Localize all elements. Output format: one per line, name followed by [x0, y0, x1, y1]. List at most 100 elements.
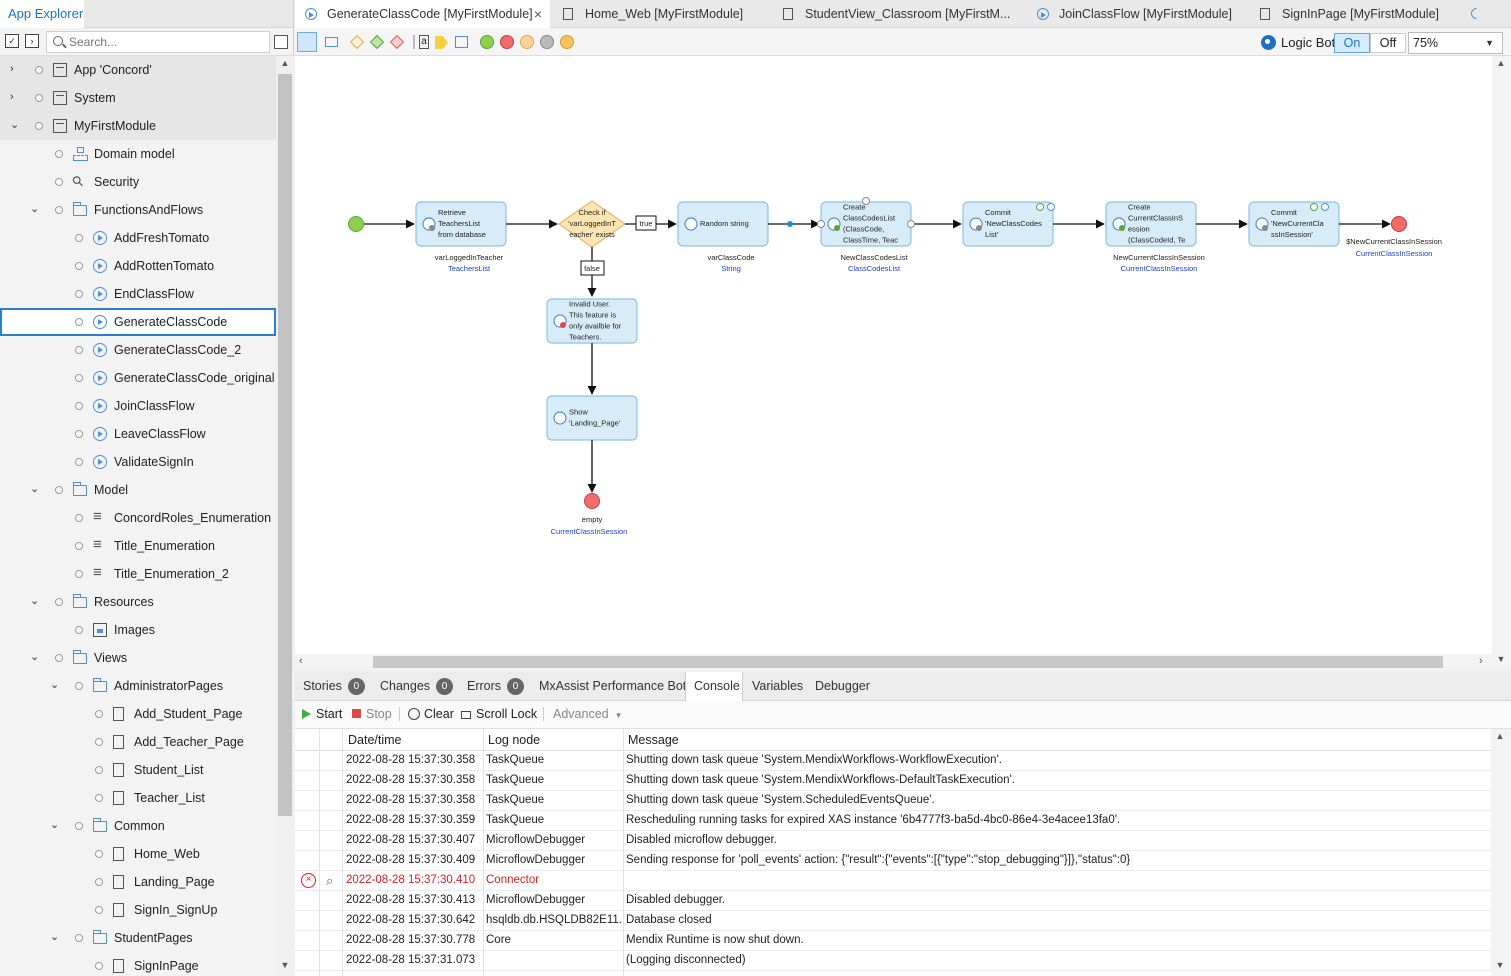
console-log-table[interactable]: Date/time Log node Message 2022-08-28 15… [295, 729, 1491, 976]
canvas-horizontal-scrollbar[interactable]: ‹ › [295, 654, 1492, 670]
tree-item[interactable]: GenerateClassCode_original [0, 364, 276, 392]
chevron-down-icon[interactable]: ⌄ [50, 819, 60, 831]
tree-item[interactable]: Add_Teacher_Page [0, 728, 276, 756]
tree-item[interactable]: ValidateSignIn [0, 448, 276, 476]
app-explorer-tab[interactable]: App Explorer [0, 0, 84, 28]
canvas-scroll-up-icon[interactable]: ▲ [1496, 58, 1506, 68]
parameter-tool-icon[interactable] [435, 36, 448, 49]
decision-node[interactable]: Check if'varLoggedInTeacher' exists [557, 200, 627, 248]
tree-item[interactable]: ›System [0, 84, 276, 112]
tree-item[interactable]: Student_List [0, 756, 276, 784]
bottom-tab-debugger[interactable]: Debugger [815, 672, 877, 701]
loop-tool-icon[interactable] [455, 36, 468, 48]
tree-item[interactable]: Teacher_List [0, 784, 276, 812]
error-event-tool-icon[interactable] [520, 35, 534, 49]
chevron-down-icon[interactable]: ⌄ [30, 203, 40, 215]
canvas-scroll-down-icon[interactable]: ▼ [1496, 654, 1506, 664]
layout-toggle-icon[interactable] [274, 35, 288, 49]
tree-item[interactable]: GenerateClassCode [0, 308, 276, 336]
tree-item[interactable]: SignInPage [0, 952, 276, 976]
tree-item[interactable]: Add_Student_Page [0, 700, 276, 728]
start-event[interactable] [348, 216, 364, 232]
activity-create2[interactable]: CreateCurrentClassInSession(ClassCodeId,… [1105, 201, 1197, 247]
tree-item[interactable]: Title_Enumeration_2 [0, 560, 276, 588]
tree-item[interactable]: AddFreshTomato [0, 224, 276, 252]
scroll-down-icon[interactable]: ▼ [280, 960, 290, 970]
chevron-down-icon[interactable]: ⌄ [50, 931, 60, 943]
tree-item[interactable]: JoinClassFlow [0, 392, 276, 420]
tree-item[interactable]: ConcordRoles_Enumeration [0, 504, 276, 532]
connector-handle[interactable] [862, 197, 870, 205]
start-button[interactable]: Start [302, 707, 342, 721]
tree-item[interactable]: ⌄AdministratorPages [0, 672, 276, 700]
activity-create1[interactable]: CreateClassCodesList(ClassCode,ClassTime… [820, 201, 912, 247]
logic-bot-on-button[interactable]: On [1334, 33, 1370, 53]
tree-item[interactable]: Security [0, 168, 276, 196]
chevron-down-icon[interactable]: ⌄ [30, 595, 40, 607]
tree-item[interactable]: Home_Web [0, 840, 276, 868]
tree-item[interactable]: ⌄Views [0, 644, 276, 672]
document-tab[interactable]: SignInPage [MyFirstModule] [1250, 0, 1465, 28]
end-event-tool-icon[interactable] [500, 35, 514, 49]
chevron-down-icon[interactable]: ⌄ [50, 679, 60, 691]
chevron-down-icon[interactable]: ⌄ [30, 483, 40, 495]
chevron-down-icon[interactable]: ⌄ [30, 651, 40, 663]
chevron-right-icon[interactable]: › [10, 91, 14, 103]
tree-item[interactable]: ⌄Model [0, 476, 276, 504]
start-event-tool-icon[interactable] [480, 35, 494, 49]
activity-random[interactable]: Random string [677, 201, 769, 247]
attachment-icon[interactable]: ⌕ [326, 873, 334, 888]
log-scroll-up-icon[interactable]: ▲ [1495, 731, 1505, 741]
bottom-tab-mxassist-performance-bot[interactable]: MxAssist Performance Bot [539, 672, 686, 701]
tree-item[interactable]: Images [0, 616, 276, 644]
search-input[interactable] [69, 35, 259, 49]
decision-tool-icon[interactable] [349, 34, 365, 50]
canvas-scroll-left-icon[interactable]: ‹ [299, 655, 303, 667]
activity-commit1[interactable]: Commit'NewClassCodesList' [962, 201, 1054, 247]
close-icon[interactable]: × [533, 6, 542, 22]
advanced-dropdown[interactable]: Advanced▼ [543, 707, 623, 721]
activity-show[interactable]: Show'Landing_Page' [546, 395, 638, 441]
tree-item[interactable]: EndClassFlow [0, 280, 276, 308]
annotation-tool-icon[interactable]: a [419, 35, 429, 49]
bottom-tab-console[interactable]: Console [685, 672, 743, 701]
document-tab[interactable]: JoinClassFlow [MyFirstModule] [1027, 0, 1247, 28]
scroll-up-icon[interactable]: ▲ [280, 58, 290, 68]
chevron-right-icon[interactable]: › [10, 63, 14, 75]
logic-bot-off-button[interactable]: Off [1370, 33, 1406, 53]
tree-scroll-thumb[interactable] [278, 74, 292, 816]
break-event-tool-icon[interactable] [560, 35, 574, 49]
tree-item[interactable]: ⌄Resources [0, 588, 276, 616]
canvas-vertical-scrollbar[interactable]: ▲ ▼ [1492, 56, 1511, 670]
tree-item[interactable]: GenerateClassCode_2 [0, 336, 276, 364]
overflow-tab-icon[interactable] [1471, 8, 1477, 19]
document-tab[interactable]: GenerateClassCode [MyFirstModule]× [295, 0, 550, 28]
tree-item[interactable]: ⌄FunctionsAndFlows [0, 196, 276, 224]
bottom-tab-variables[interactable]: Variables [752, 672, 808, 701]
object-type-tool-icon[interactable] [389, 34, 405, 50]
document-tab[interactable]: Home_Web [MyFirstModule] [553, 0, 768, 28]
tree-item[interactable]: ⌄StudentPages [0, 924, 276, 952]
scroll-lock-button[interactable]: Scroll Lock [461, 707, 537, 721]
tree-item[interactable]: Landing_Page [0, 868, 276, 896]
log-scroll-down-icon[interactable]: ▼ [1495, 960, 1505, 970]
stop-button[interactable]: Stop [352, 707, 392, 721]
end-event[interactable] [1391, 216, 1407, 232]
tree-item[interactable]: Domain model [0, 140, 276, 168]
log-row[interactable]: 2022-08-28 15:37:31.073(Logging disconne… [295, 951, 1491, 971]
clear-button[interactable]: Clear [399, 707, 454, 721]
expand-all-icon[interactable]: ✓ [5, 34, 19, 48]
